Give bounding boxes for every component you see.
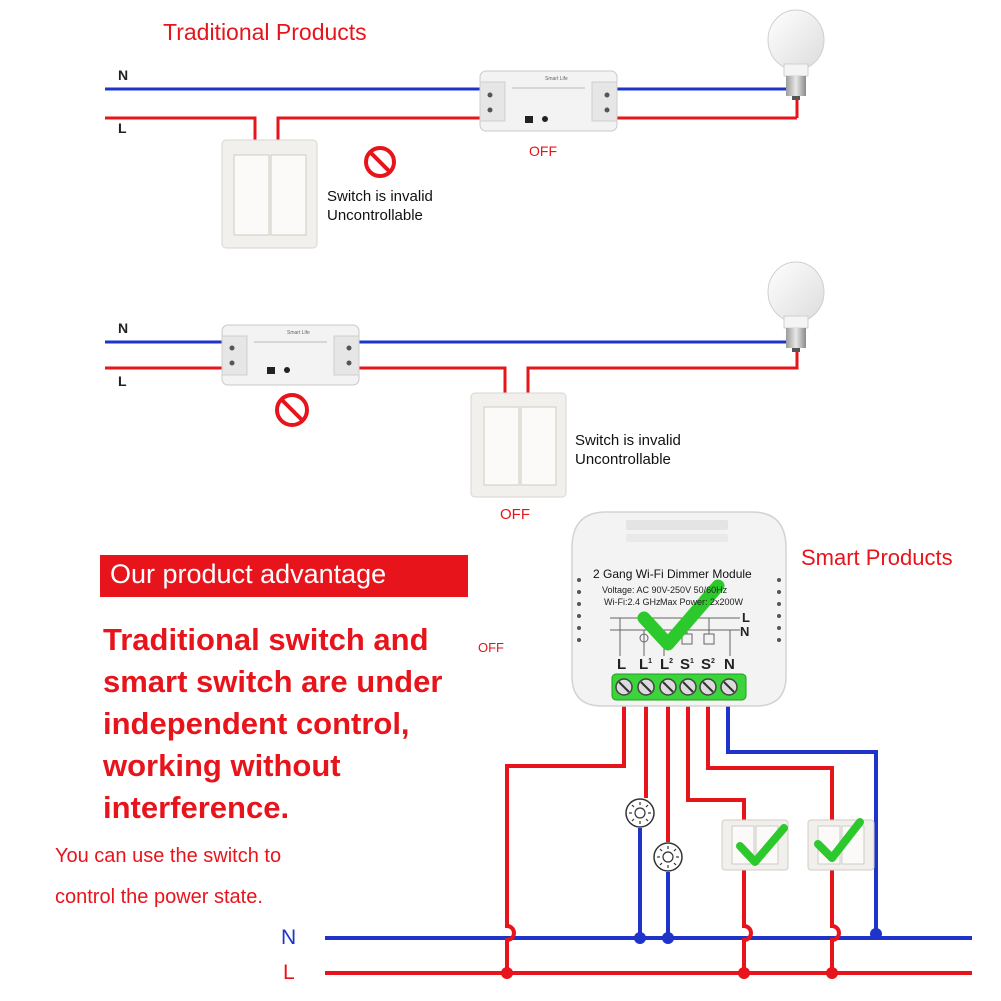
wire-switch1-to-l	[742, 870, 753, 973]
middle-switch-to-bulb-wire	[526, 342, 799, 393]
module-title: 2 Gang Wi-Fi Dimmer Module	[593, 567, 752, 581]
advantage-line-5: interference.	[103, 790, 290, 825]
middle-l-label: L	[118, 373, 127, 389]
wire-switch2-to-l	[830, 870, 841, 973]
note-line-1: You can use the switch to	[55, 845, 282, 867]
middle-invalid-line2: Uncontrollable	[575, 451, 671, 468]
terminal-label-l2: L2	[660, 656, 674, 673]
top-switch-to-breaker-wire	[276, 116, 485, 140]
middle-breaker-brand: Smart Life	[287, 330, 310, 336]
top-wall-switch	[221, 139, 318, 249]
middle-wall-switch	[470, 392, 567, 498]
advantage-off-label: OFF	[478, 640, 504, 655]
junction-dot	[634, 932, 646, 944]
check-icon	[814, 818, 864, 862]
smart-products-label: Smart Products	[801, 545, 953, 570]
bottom-n-label: N	[281, 926, 297, 949]
middle-bulb	[767, 261, 825, 352]
module-out-n: N	[740, 624, 750, 639]
terminal-label-l: L	[617, 656, 627, 673]
advantage-line-4: working without	[103, 748, 341, 783]
junction-dot	[738, 967, 750, 979]
top-heading: Traditional Products	[163, 19, 367, 45]
bottom-l-label: L	[283, 961, 295, 984]
check-icon	[736, 824, 788, 866]
middle-smart-breaker	[221, 324, 360, 386]
module-wifi: Wi-Fi:2.4 GHz	[604, 597, 661, 607]
top-bulb	[767, 9, 825, 100]
advantage-line-2: smart switch are under	[103, 664, 443, 699]
advantage-line-1: Traditional switch and	[103, 622, 429, 657]
wire-terminal-l	[505, 700, 626, 973]
advantage-banner: Our product advantage	[110, 559, 387, 589]
module-voltage: Voltage: AC 90V-250V 50/60Hz	[602, 585, 728, 595]
top-invalid-line1: Switch is invalid	[327, 188, 433, 205]
lamp-icon-2	[653, 842, 683, 872]
junction-dot	[501, 967, 513, 979]
middle-prohibited-icon	[275, 393, 309, 427]
top-off-label: OFF	[529, 143, 557, 159]
terminal-label-l1: L1	[639, 656, 653, 673]
top-l-label: L	[118, 120, 127, 136]
top-breaker-brand: Smart Life	[545, 76, 568, 82]
module-max-power: Max Power: 2x200W	[660, 597, 744, 607]
advantage-line-3: independent control,	[103, 706, 410, 741]
middle-off-label: OFF	[500, 506, 530, 523]
big-check-icon	[637, 579, 725, 651]
top-n-label: N	[118, 67, 129, 83]
terminal-label-s1: S1	[680, 656, 694, 673]
terminal-label-n: N	[724, 656, 735, 673]
wire-terminal-n	[726, 700, 878, 938]
middle-breaker-to-switch-wire	[358, 366, 507, 393]
smart-wall-switch-2	[807, 818, 875, 871]
junction-dot	[870, 928, 882, 940]
middle-n-label: N	[118, 320, 129, 336]
wire-terminal-s1	[686, 700, 746, 820]
top-l-wire-left	[105, 116, 257, 140]
terminal-label-s2: S2	[701, 656, 715, 673]
advantage-banner-bg	[100, 555, 468, 597]
wire-terminal-s2	[706, 700, 834, 820]
module-out-l: L	[742, 610, 750, 625]
lamp-icon-1	[625, 798, 655, 828]
top-invalid-line2: Uncontrollable	[327, 207, 423, 224]
top-prohibited-icon	[364, 146, 396, 178]
top-diagram	[105, 9, 825, 249]
middle-diagram	[105, 261, 825, 498]
bottom-diagram	[325, 511, 972, 979]
junction-dot	[826, 967, 838, 979]
junction-dot	[662, 932, 674, 944]
top-smart-breaker	[479, 70, 618, 132]
note-line-2: control the power state.	[55, 886, 263, 908]
dimmer-module	[571, 511, 787, 707]
smart-wall-switch-1	[721, 819, 789, 871]
middle-invalid-line1: Switch is invalid	[575, 432, 681, 449]
